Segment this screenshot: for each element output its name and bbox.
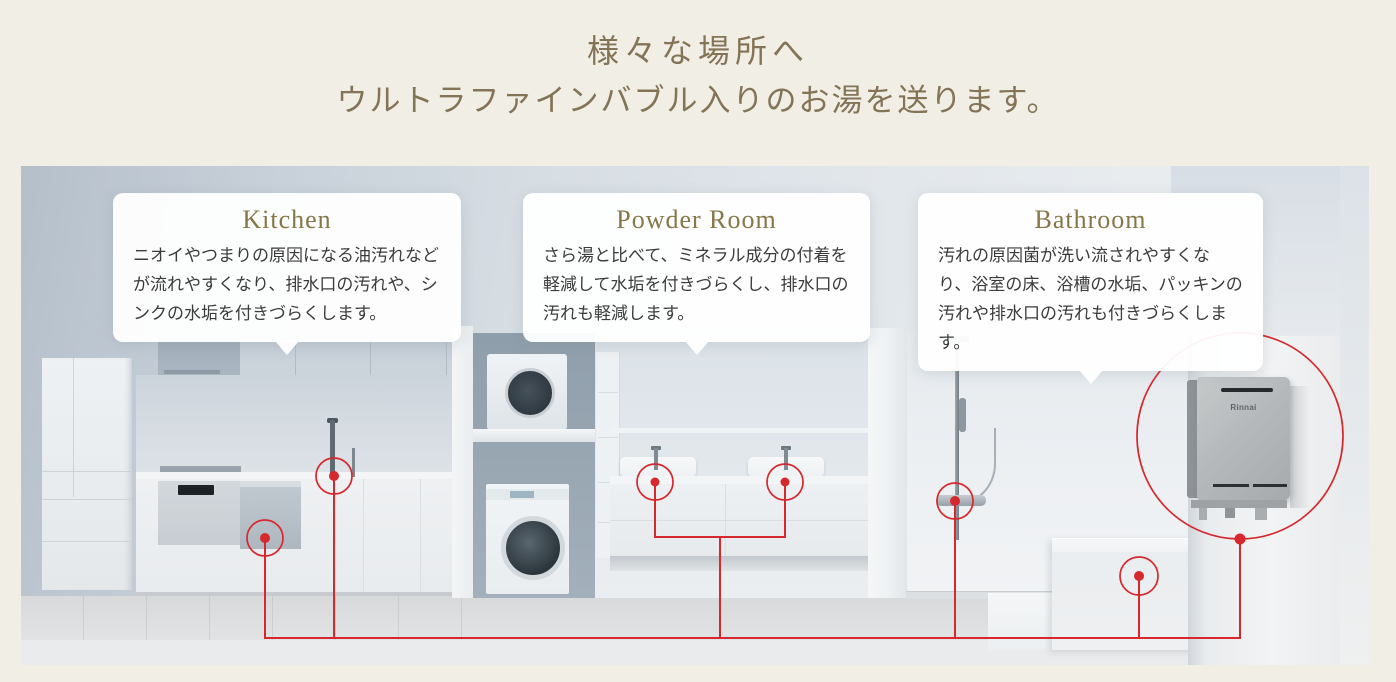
marker-bathroom-bathtub bbox=[1119, 556, 1159, 596]
kitchen-counter bbox=[136, 472, 487, 479]
laundry-shelf bbox=[473, 429, 595, 442]
bathroom-divider-wall bbox=[868, 328, 907, 598]
vanity-cabinet bbox=[610, 484, 872, 556]
callout-bathroom: Bathroom 汚れの原因菌が洗い流されやすくなり、浴室の床、浴槽の水垢、パッ… bbox=[918, 193, 1263, 371]
page-heading: 様々な場所へ ウルトラファインバブル入りのお湯を送ります。 bbox=[0, 26, 1396, 126]
heater-front-panel bbox=[1197, 377, 1290, 500]
bathtub bbox=[1052, 538, 1198, 650]
powder-faucet-right bbox=[784, 448, 788, 470]
heater-lower-slot-left bbox=[1213, 484, 1249, 487]
marker-circles bbox=[246, 332, 1344, 596]
marker-kitchen-faucet bbox=[315, 457, 353, 495]
callout-powder-room-body: さら湯と比べて、ミネラル成分の付着を軽減して水垢を付きづらくし、排水口の汚れも軽… bbox=[543, 246, 849, 323]
heading-line-1: 様々な場所へ bbox=[586, 33, 809, 69]
heater-brand-label: Rinnai bbox=[1230, 403, 1257, 412]
marker-bathroom-shower bbox=[936, 482, 974, 520]
house-cross-section-illustration: Rinnai bbox=[21, 166, 1369, 665]
kitchen-floor-tiles bbox=[21, 596, 473, 640]
gas-cooktop bbox=[160, 466, 241, 472]
clothes-dryer bbox=[487, 354, 567, 430]
heater-pipes bbox=[1193, 508, 1289, 522]
callout-powder-room: Powder Room さら湯と比べて、ミネラル成分の付着を軽減して水垢を付きづ… bbox=[523, 193, 870, 342]
marker-powder-sink-left bbox=[636, 463, 674, 501]
built-in-oven bbox=[158, 481, 241, 545]
refrigerator bbox=[42, 358, 132, 590]
kitchen-soap-dispenser bbox=[352, 448, 355, 477]
heading-line-2: ウルトラファインバブル入りのお湯を送ります。 bbox=[336, 83, 1060, 118]
toe-kick-shadow bbox=[136, 592, 487, 599]
water-supply-lines bbox=[264, 476, 1241, 639]
marker-kitchen-dishwasher bbox=[246, 519, 284, 557]
photo-backdrop bbox=[1340, 166, 1369, 665]
washing-machine bbox=[486, 484, 569, 594]
powder-faucet-left bbox=[654, 448, 658, 470]
powder-sink-left bbox=[620, 457, 696, 477]
marker-dots bbox=[260, 471, 1246, 581]
heater-flange bbox=[1191, 500, 1287, 508]
callout-kitchen-title: Kitchen bbox=[242, 205, 332, 234]
vanity-under-shadow bbox=[610, 556, 872, 571]
heater-lower-slot-right bbox=[1253, 484, 1287, 487]
callout-powder-room-title: Powder Room bbox=[616, 205, 777, 234]
wall-pillar bbox=[452, 326, 473, 598]
callout-kitchen: Kitchen ニオイやつまりの原因になる油汚れなどが流れやすくなり、排水口の汚… bbox=[113, 193, 461, 342]
range-hood bbox=[158, 338, 240, 377]
shower-valve bbox=[936, 495, 986, 506]
dishwasher bbox=[240, 481, 301, 549]
kitchen-faucet bbox=[330, 420, 335, 477]
callout-bathroom-body: 汚れの原因菌が洗い流されやすくなり、浴室の床、浴槽の水垢、パッキンの汚れや排水口… bbox=[938, 246, 1243, 352]
dryer-door bbox=[505, 368, 555, 418]
bath-step bbox=[988, 592, 1052, 650]
hand-shower bbox=[959, 398, 966, 432]
washer-door bbox=[501, 516, 565, 580]
marker-powder-sink-right bbox=[766, 463, 804, 501]
callout-kitchen-body: ニオイやつまりの原因になる油汚れなどが流れやすくなり、排水口の汚れや、シンクの水… bbox=[133, 246, 439, 323]
kitchen-backsplash bbox=[136, 375, 484, 472]
callout-bathroom-title: Bathroom bbox=[1034, 205, 1147, 234]
heater-vent-slot bbox=[1221, 388, 1273, 392]
vanity-counter bbox=[610, 476, 872, 484]
water-heater-unit: Rinnai bbox=[1187, 377, 1290, 500]
heater-wall-shadow bbox=[1290, 386, 1310, 508]
heater-side-panel bbox=[1187, 380, 1199, 498]
water-flow-overlay bbox=[246, 332, 1344, 639]
mirror-ledge bbox=[610, 428, 868, 433]
